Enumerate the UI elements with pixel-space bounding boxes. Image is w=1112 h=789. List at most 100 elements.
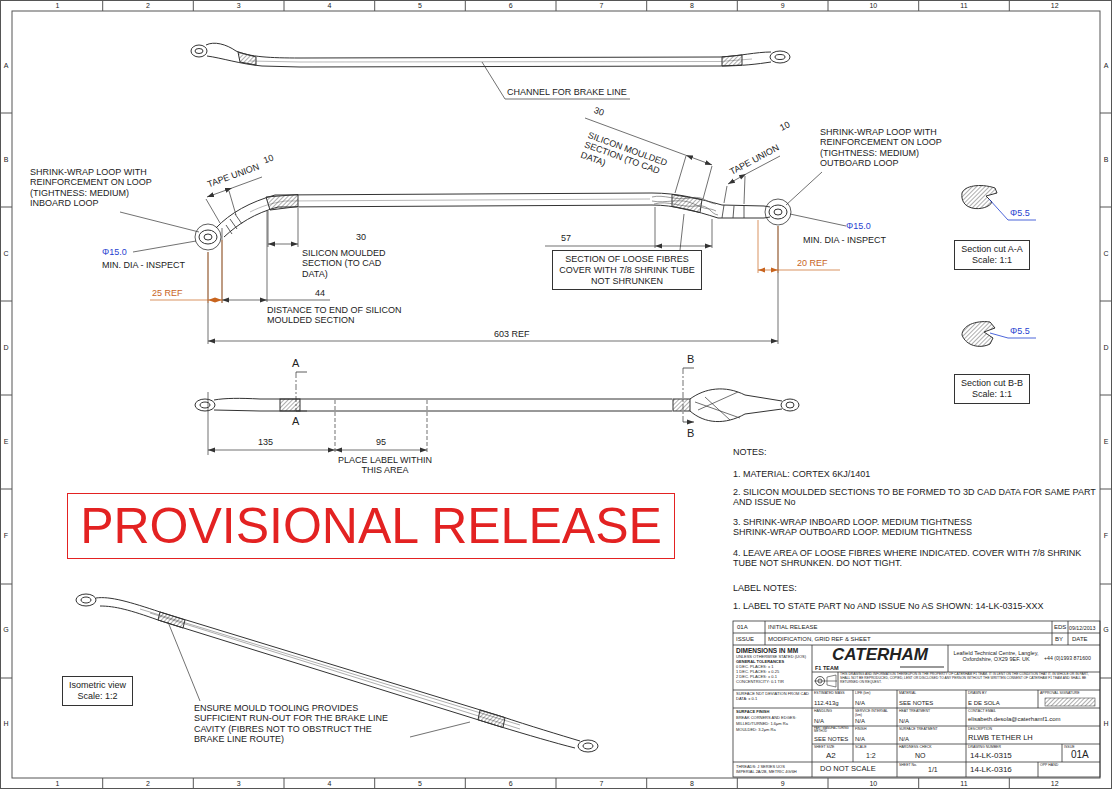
dimension-value: 44 [315, 288, 325, 298]
tether-top-view [250, 59, 752, 62]
title-block-text: BY [1055, 636, 1063, 643]
title-block-text: DO NOT SCALE [820, 765, 876, 774]
tether-plan-view [745, 395, 782, 414]
view-label-box: Section cut B-BScale: 1:1 [954, 374, 1030, 404]
tether-plan-view [786, 402, 794, 408]
tether-plan-view [280, 399, 300, 411]
section-mark: A [292, 357, 299, 370]
grid-reference: 7 [599, 2, 603, 10]
title-block-text: THIS DRAWING AND INFORMATION THEREUPON I… [840, 673, 1097, 684]
grid-reference: F [4, 532, 8, 540]
dimension-value: Φ5.5 [1010, 326, 1030, 336]
dimension-lines [728, 174, 746, 184]
grid-reference: 10 [869, 2, 877, 10]
dimension-value: 10 [778, 119, 792, 133]
box-text: Scale: 1:1 [961, 255, 1023, 266]
title-block-text: IMPERIAL 2A/2B, METRIC 4G/6H [736, 770, 797, 775]
dimension-lines [686, 155, 712, 165]
tether-top-view [206, 43, 771, 58]
tether-side-view [204, 234, 212, 240]
dimension-lines [120, 212, 199, 252]
grid-reference: 4 [327, 2, 331, 10]
title-block-text: CONTACT EMAIL [968, 709, 1096, 713]
title-block [733, 645, 812, 777]
dimension-value: 603 REF [494, 329, 530, 339]
callout-text: SHRINK-WRAP LOOP WITH REINFORCEMENT ON L… [820, 127, 958, 168]
tether-top-view [482, 62, 630, 99]
title-block-text: FINISH [855, 727, 895, 731]
grid-reference: D [1103, 344, 1108, 352]
grid-reference: F [1104, 532, 1108, 540]
grid-reference: 12 [1051, 780, 1059, 788]
grid-reference: D [3, 344, 8, 352]
title-block-text: 0 DEC. PLACES: ± 1 [736, 665, 774, 670]
tether-top-view [775, 55, 785, 60]
company-logo: F1 TEAM [815, 665, 839, 671]
title-block-text: 1:2 [866, 752, 876, 760]
dimension-value: Φ15.0 [102, 247, 127, 257]
grid-reference: A [1104, 62, 1109, 70]
tether-side-view [226, 214, 242, 234]
title-block-text: DRAWN BY [968, 691, 1036, 695]
title-block-text: N/A [814, 718, 824, 725]
title-block-text: SURFACE NDT DEVIATION FROM CAD DATA: ± 0… [736, 692, 810, 701]
reference-dimensions [778, 270, 840, 271]
title-block-text: DIMENSIONS IN MM [736, 647, 798, 654]
title-block-text: ISSUE [1064, 745, 1075, 749]
title-block [733, 621, 1100, 777]
callout-text: ENSURE MOULD TOOLING PROVIDES SUFFICIENT… [194, 703, 404, 744]
title-block-text: 14-LK-0316 [970, 765, 1012, 774]
reference-dimensions [758, 220, 778, 273]
callout-text: CHANNEL FOR BRAKE LINE [507, 87, 627, 97]
grid-reference: 7 [599, 780, 603, 788]
title-block [900, 666, 944, 667]
title-block-text: SHEET No. [899, 763, 917, 767]
title-block-text: BREAK CORNERS AND EDGES: [736, 716, 796, 721]
title-block-text: 1 DEC. PLACES: ± 0.25 [736, 670, 779, 675]
title-block-text: HEAT TREATMENT [899, 709, 964, 713]
tether-side-view [765, 199, 791, 225]
tether-top-view [191, 43, 790, 99]
tether-side-view [195, 193, 791, 250]
box-text: Scale: 1:2 [69, 691, 126, 702]
callout-text: SILICON MOULDED SECTION (TO CAD DATA) [302, 248, 402, 279]
box-text: Scale: 1:1 [961, 389, 1023, 400]
callout-text: SHRINK-WRAP LOOP WITH REINFORCEMENT ON L… [30, 167, 168, 208]
title-block-text: 112.413g [814, 700, 839, 707]
title-block-text: N/A [899, 718, 909, 725]
title-block-text: OPP HAND [1040, 763, 1058, 767]
dimension-lines [222, 210, 267, 303]
title-block-text: Leafield Technical Centre, Langley, Oxfo… [950, 650, 1042, 663]
section-views [962, 186, 997, 209]
dimension-lines [208, 226, 778, 344]
dimension-lines [268, 208, 298, 247]
grid-reference: 9 [781, 2, 785, 10]
reference-dimensions [758, 270, 778, 271]
tether-side-view [769, 205, 787, 219]
grid-reference: 5 [418, 2, 422, 10]
grid-reference: 3 [237, 780, 241, 788]
tether-plan-view [296, 368, 694, 422]
title-block-text: SHEET SIZE [814, 745, 834, 749]
title-block-text: MODIFICATION, GRID REF & SHEET [768, 636, 871, 643]
title-block-text: N/A [855, 718, 865, 725]
title-block-text: GENERAL TOLERANCES [736, 660, 784, 665]
grid-reference: 3 [237, 2, 241, 10]
reference-dimensions [150, 300, 208, 301]
tether-isometric-view [478, 710, 505, 728]
tether-side-view [199, 230, 217, 244]
grid-reference: E [1104, 438, 1109, 446]
tether-plan-view [296, 368, 683, 422]
tether-isometric-view [81, 597, 91, 603]
tether-plan-view [195, 368, 799, 455]
tether-side-view [652, 196, 718, 215]
note-text: 2. SILICON MOULDED SECTIONS TO BE FORMED… [733, 487, 1098, 508]
tether-top-view [195, 49, 203, 54]
tether-isometric-view [76, 594, 598, 752]
title-block-text: RLWB TETHER LH [968, 734, 1033, 743]
dimension-label: TAPE UNION [206, 161, 261, 189]
title-block-text: 01A [737, 624, 748, 631]
dimension-value: 135 [258, 437, 273, 447]
